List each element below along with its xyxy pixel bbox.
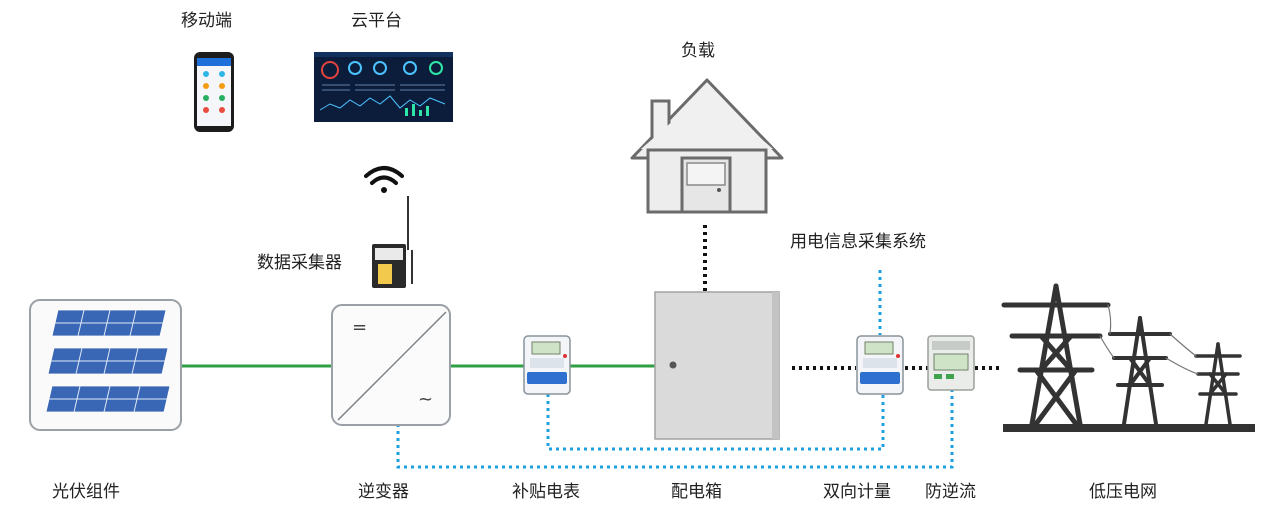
wifi-icon [364,166,404,193]
bidirectional-meter-label: 双向计量 [823,482,891,502]
info-system-label: 用电信息采集系统 [790,232,926,252]
mobile-label: 移动端 [181,11,232,31]
cloud-label: 云平台 [351,11,402,31]
data-collector-device [372,196,413,288]
anti-backflow-device [927,335,975,391]
house-load [630,78,784,214]
mobile-phone [194,52,234,132]
bidirectional-meter-device [856,335,904,395]
inverter-ac-symbol: ~ [418,389,433,410]
low-voltage-grid [1001,283,1255,432]
distribution-box [654,291,780,440]
anti-backflow-label: 防逆流 [925,482,976,502]
low-voltage-grid-label: 低压电网 [1089,482,1157,502]
subsidy-meter-device [523,335,571,395]
load-label: 负载 [681,41,715,61]
inverter: = ~ [331,304,451,426]
cloud-dashboard [314,52,453,122]
comm-line-inverter-antiflow [396,390,954,469]
inverter-label: 逆变器 [358,482,409,502]
data-collector-label: 数据采集器 [257,253,342,273]
subsidy-meter-label: 补贴电表 [512,482,580,502]
distribution-box-label: 配电箱 [671,482,722,502]
pv-module-label: 光伏组件 [52,482,120,502]
inverter-dc-symbol: = [352,317,367,338]
pv-module [29,299,182,431]
